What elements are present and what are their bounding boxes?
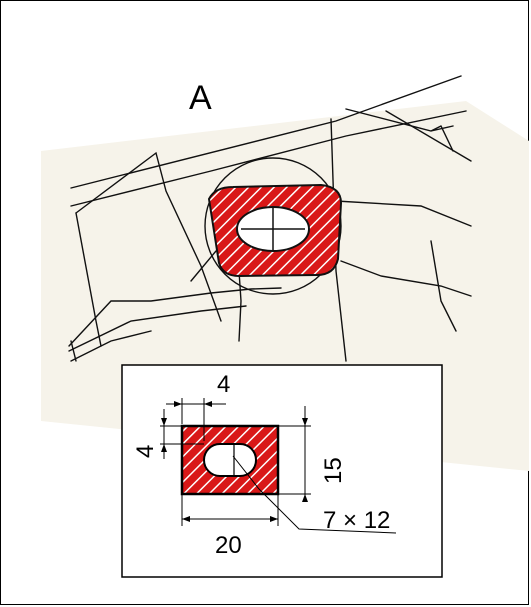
dim-height-label: 15 <box>320 457 347 484</box>
dim-offset-label: 4 <box>217 371 230 398</box>
right-lower-edge <box>430 240 457 332</box>
detail-circle <box>204 157 342 295</box>
support-line <box>238 270 242 342</box>
lower-diagonal-3 <box>70 330 152 362</box>
right-horizontal-line <box>335 200 472 227</box>
right-vertical-line <box>330 118 347 362</box>
detail-box <box>121 364 443 578</box>
right-diagonal <box>385 110 472 162</box>
sketch-lines <box>68 75 472 362</box>
dim-width-label: 20 <box>215 532 242 559</box>
hatched-section <box>207 183 343 278</box>
dim-offset-vertical-label: 4 <box>132 445 159 458</box>
lower-diagonal <box>68 287 282 347</box>
tick-mark <box>70 340 77 362</box>
hole-size-label: 7 × 12 <box>323 507 390 534</box>
lower-diagonal-2 <box>68 305 247 352</box>
left-vertical-line <box>75 212 102 347</box>
left-frame-line <box>75 151 222 322</box>
detail-drawing <box>160 398 397 534</box>
arrow-detail <box>345 108 454 152</box>
right-lower-line <box>340 260 472 297</box>
view-label: А <box>189 79 212 117</box>
detail-slot-hole <box>203 443 257 477</box>
